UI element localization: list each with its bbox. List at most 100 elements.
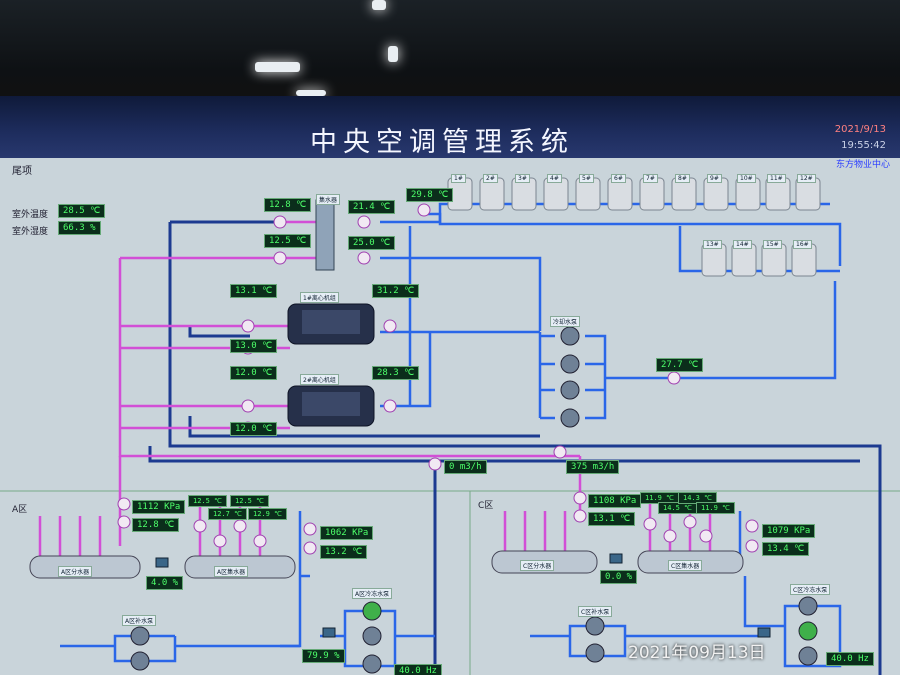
temp-sensor <box>383 399 397 413</box>
zone-c-temp: 13.1 ℃ <box>588 512 636 526</box>
cooling-tower-label: 3# <box>515 174 530 183</box>
zone-c-return-pressure: 1079 KPa <box>762 524 816 538</box>
photo-timestamp: 2021年09月13日 <box>628 643 766 663</box>
outdoor-temp-label: 室外温度 <box>12 210 49 220</box>
zone-c-sub-temp: 11.9 ℃ <box>696 502 735 514</box>
zone-a-pump-valve[interactable] <box>322 627 336 638</box>
cooling-tower-label: 9# <box>707 174 722 183</box>
zone-c-makeup-pump[interactable] <box>585 616 605 636</box>
pipe-navy <box>168 222 882 675</box>
zone-a-pump-frequency: 40.0 Hz <box>394 664 442 675</box>
time-text: 19:55:42 <box>841 140 886 151</box>
zone-c-return-header-label: C区集水器 <box>668 560 703 571</box>
chiller-1-temp-in: 13.1 ℃ <box>230 284 278 298</box>
zone-a-sub-temp: 12.5 ℃ <box>188 495 227 507</box>
chiller-2-temp-out: 12.0 ℃ <box>230 422 278 436</box>
pipe-blue <box>538 332 555 420</box>
pipe-blue <box>380 332 432 408</box>
temp-sensor <box>643 517 657 531</box>
temp-sensor <box>417 203 431 217</box>
cooling-pump[interactable] <box>560 408 580 428</box>
pipe-blue <box>605 281 837 380</box>
water-manifold <box>315 199 335 271</box>
ceiling-light <box>255 62 300 72</box>
cooling-pump[interactable] <box>560 354 580 374</box>
chiller-2 <box>287 385 375 427</box>
zone-c-bypass-valve[interactable] <box>609 553 623 564</box>
zone-c-makeup-pump-label: C区补水泵 <box>578 606 613 617</box>
monitor-screen: 中央空调管理系统 2021/9/13 19:55:42 东方物业中心 尾项 <box>0 96 900 675</box>
cooling-tower-label: 8# <box>675 174 690 183</box>
zone-a-bypass-valve[interactable] <box>155 557 169 568</box>
cooling-tower-label: 1# <box>451 174 466 183</box>
cooling-return-temp: 27.7 ℃ <box>656 358 704 372</box>
pipe-pink <box>38 516 102 556</box>
outdoor-humidity-value: 66.3 % <box>58 221 101 235</box>
chiller-1 <box>287 303 375 345</box>
ceiling-light <box>372 0 386 10</box>
temp-sensor <box>745 539 759 553</box>
pipe-blue <box>380 202 830 224</box>
chiller-1-temp-out: 13.0 ℃ <box>230 339 278 353</box>
pipe-blue <box>530 624 760 658</box>
zone-c-chilled-pump[interactable] <box>798 621 818 641</box>
temp-sensor <box>233 519 247 533</box>
zone-c-makeup-pump[interactable] <box>585 643 605 663</box>
chiller-2-temp-cond: 28.3 ℃ <box>372 366 420 380</box>
zone-a-return-header-label: A区集水器 <box>214 566 249 577</box>
ceiling-light <box>296 90 326 96</box>
zone-c-supply-header-label: C区分水器 <box>520 560 555 571</box>
cooling-pumps-label: 冷却水泵 <box>550 316 581 327</box>
cooling-pump[interactable] <box>560 326 580 346</box>
temp-sensor <box>383 319 397 333</box>
cooling-tower-label: 13# <box>703 240 722 249</box>
cooling-pump[interactable] <box>560 380 580 400</box>
zone-a-chilled-pump[interactable] <box>362 654 382 674</box>
temp-sensor <box>663 529 677 543</box>
zone-c-chilled-pump[interactable] <box>798 646 818 666</box>
zone-a-makeup-pump[interactable] <box>130 626 150 646</box>
zone-a-label: A区 <box>12 505 28 515</box>
cooling-tower-label: 6# <box>611 174 626 183</box>
cooling-tower-label: 4# <box>547 174 562 183</box>
cooling-tower-supply-temp: 29.8 ℃ <box>406 188 454 202</box>
zone-a-temp: 12.8 ℃ <box>132 518 180 532</box>
cooling-tower-label: 11# <box>767 174 786 183</box>
pipe-blue <box>585 334 607 420</box>
zone-c-pump-valve[interactable] <box>757 627 771 638</box>
zone-c-return-temp: 13.4 ℃ <box>762 542 810 556</box>
area-label: 尾项 <box>12 166 32 177</box>
flow-sensor <box>428 457 442 471</box>
chiller-2-label: 2#离心机组 <box>300 374 339 385</box>
pipe-navy <box>148 446 860 463</box>
page-title: 中央空调管理系统 <box>310 127 574 158</box>
pipe-pink <box>503 511 567 551</box>
cooling-tower-label: 10# <box>737 174 756 183</box>
temp-sensor <box>683 515 697 529</box>
manifold-temp-2: 21.4 ℃ <box>348 200 396 214</box>
temp-sensor <box>273 215 287 229</box>
cooling-tower-label: 7# <box>643 174 658 183</box>
pressure-sensor <box>117 497 131 511</box>
chiller-1-temp-cond: 31.2 ℃ <box>372 284 420 298</box>
zone-c-pressure: 1108 KPa <box>588 494 642 508</box>
cooling-tower-label: 12# <box>797 174 816 183</box>
zone-a-makeup-pump[interactable] <box>130 651 150 671</box>
temp-sensor <box>117 515 131 529</box>
temp-sensor <box>573 509 587 523</box>
pipe-blue <box>420 212 842 266</box>
temp-sensor <box>357 215 371 229</box>
datetime-display: 2021/9/13 19:55:42 <box>835 122 886 154</box>
outdoor-temp-value: 28.5 ℃ <box>58 204 106 218</box>
zone-a-return-pressure: 1062 KPa <box>320 526 374 540</box>
zone-a-chilled-pump[interactable] <box>362 601 382 621</box>
temp-sensor <box>241 319 255 333</box>
pipe-blue <box>380 256 542 331</box>
zone-a-chilled-pump[interactable] <box>362 626 382 646</box>
zone-c-chilled-pump[interactable] <box>798 596 818 616</box>
pressure-sensor <box>745 519 759 533</box>
pipe-blue <box>320 609 435 668</box>
flow-sensor <box>553 445 567 459</box>
manifold-label: 集水器 <box>316 194 341 205</box>
cooling-tower-label: 2# <box>483 174 498 183</box>
